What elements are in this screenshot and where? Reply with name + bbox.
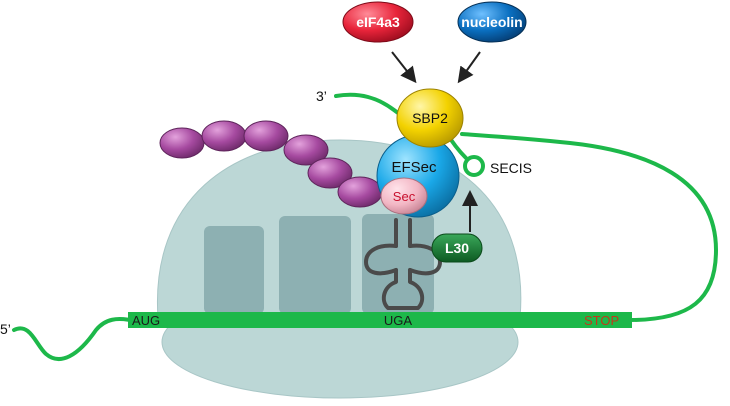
arrow-eif4a3-to-sbp2 [391, 51, 417, 84]
amino-acid [307, 157, 353, 189]
ribosome-e-site [204, 226, 264, 314]
eif4a3: eIF4a3 [342, 1, 414, 43]
l30-pill [431, 233, 483, 263]
arrow-nucleolin-to-sbp2 [457, 51, 481, 84]
secis-loop [463, 155, 485, 177]
three-prime-label: 3’ [316, 88, 327, 104]
sbp2-sphere [396, 88, 464, 148]
ribosome-p-site [279, 216, 351, 314]
nucleolin: nucleolin [457, 1, 527, 43]
trna-sec [364, 218, 442, 310]
amino-acid [337, 176, 383, 208]
l30: L30 [431, 233, 483, 263]
peptide-chain [159, 120, 383, 208]
eif4a3-label: eIF4a3 [356, 14, 400, 30]
efsec-complex: EFSec Sec [376, 134, 460, 218]
secis-label: SECIS [490, 160, 532, 176]
mrna-coding-region [128, 312, 632, 328]
sec-sphere [380, 177, 428, 215]
amino-acid [201, 120, 247, 152]
mrna-3-utr-loop [460, 132, 719, 322]
sbp2: SBP2 [396, 88, 464, 148]
arrows [391, 51, 481, 232]
sbp2-label: SBP2 [412, 110, 448, 126]
aug-label: AUG [132, 313, 160, 328]
mrna-5-prime-tail [12, 317, 132, 361]
nucleolin-label: nucleolin [461, 14, 522, 30]
eif4a3-oval [342, 1, 414, 43]
nucleolin-oval [457, 1, 527, 43]
sec-label: Sec [393, 189, 416, 204]
amino-acid [159, 127, 205, 159]
stop-label: STOP [584, 313, 619, 328]
efsec-label: EFSec [391, 159, 437, 176]
uga-label: UGA [384, 313, 413, 328]
amino-acid [283, 134, 329, 166]
l30-label: L30 [445, 240, 469, 256]
five-prime-label: 5’ [0, 321, 11, 337]
amino-acid [243, 120, 289, 152]
mrna [12, 92, 719, 361]
ribosome-a-site [362, 214, 434, 314]
